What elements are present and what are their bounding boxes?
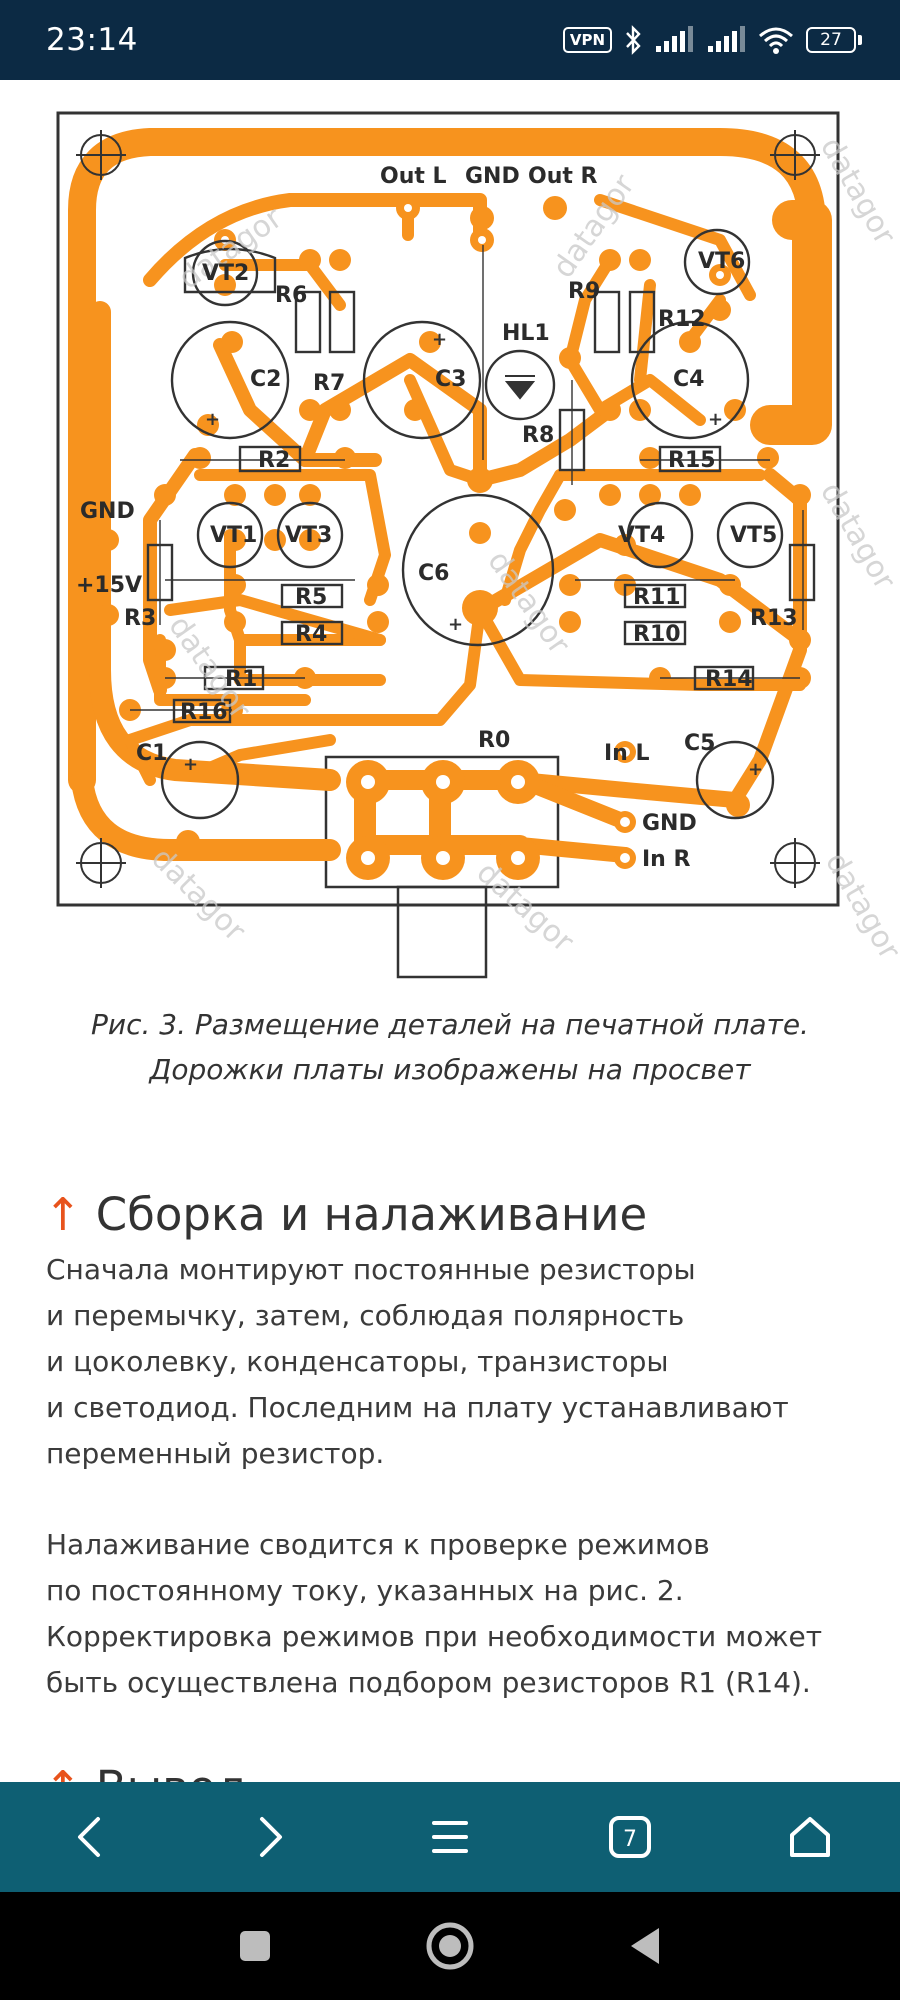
label-r13: R13 xyxy=(750,606,798,631)
menu-button[interactable] xyxy=(415,1802,485,1872)
caption-line-2: Дорожки платы изображены на просвет xyxy=(149,1053,751,1086)
battery-icon: 27 xyxy=(806,27,862,53)
pcb-figure: + + + + + + datagor datagor datagor data… xyxy=(0,80,900,1000)
label-vt3: VT3 xyxy=(285,523,332,548)
forward-button[interactable] xyxy=(235,1802,305,1872)
recents-button[interactable] xyxy=(220,1911,290,1981)
label-gnd-supply: GND xyxy=(80,499,135,524)
label-in-r: In R xyxy=(642,847,691,872)
menu-icon xyxy=(432,1821,468,1853)
recents-icon xyxy=(240,1931,270,1961)
label-vt4: VT4 xyxy=(618,523,665,548)
label-vt1: VT1 xyxy=(210,523,257,548)
tabs-icon: 7 xyxy=(609,1816,651,1858)
vpn-icon: VPN xyxy=(562,27,612,53)
label-out-l: Out L xyxy=(380,164,447,189)
label-vt2: VT2 xyxy=(202,261,249,286)
label-c6: C6 xyxy=(418,561,449,586)
label-r3: R3 xyxy=(124,606,156,631)
svg-text:+: + xyxy=(432,329,447,350)
back-to-top-arrow-icon[interactable]: ↑ xyxy=(44,1188,82,1241)
figure-caption: Рис. 3. Размещение деталей на печатной п… xyxy=(40,1002,860,1092)
back-triangle-icon xyxy=(631,1928,659,1964)
label-vt6: VT6 xyxy=(698,249,745,274)
svg-text:+: + xyxy=(708,409,723,430)
home-button[interactable] xyxy=(775,1802,845,1872)
battery-level: 27 xyxy=(806,27,856,53)
label-out-r: Out R xyxy=(528,164,598,189)
status-time: 23:14 xyxy=(46,22,138,58)
section-heading: ↑Сборка и налаживание xyxy=(44,1185,647,1245)
svg-text:+: + xyxy=(183,754,198,775)
label-c5: C5 xyxy=(684,731,715,756)
label-plus15v: +15V xyxy=(76,573,142,598)
back-system-button[interactable] xyxy=(610,1911,680,1981)
tabs-count: 7 xyxy=(623,1827,637,1852)
label-r15: R15 xyxy=(668,448,716,473)
status-bar: 23:14 VPN 27 xyxy=(0,0,900,80)
label-in-l: In L xyxy=(604,741,650,766)
label-gnd-out: GND xyxy=(465,164,520,189)
label-c1: C1 xyxy=(136,741,167,766)
label-hl1: HL1 xyxy=(502,321,550,346)
svg-text:+: + xyxy=(448,614,463,635)
label-r7: R7 xyxy=(313,371,345,396)
label-r4: R4 xyxy=(295,622,327,647)
label-r8: R8 xyxy=(522,423,554,448)
label-r6: R6 xyxy=(275,283,307,308)
pcb-layout-image: + + + + + + datagor datagor datagor data… xyxy=(0,80,900,1000)
label-c4: C4 xyxy=(673,367,704,392)
bluetooth-icon xyxy=(626,25,641,55)
label-vt5: VT5 xyxy=(730,523,777,548)
label-r1: R1 xyxy=(225,667,257,692)
label-r14: R14 xyxy=(705,667,753,692)
paragraph-adjustment: Налаживание сводится к проверке режимов … xyxy=(46,1528,823,1699)
wifi-icon xyxy=(759,27,793,54)
signal-icon xyxy=(708,26,745,52)
label-r16: R16 xyxy=(180,700,228,725)
system-nav-bar xyxy=(0,1892,900,2000)
home-system-button[interactable] xyxy=(415,1911,485,1981)
label-r0: R0 xyxy=(478,728,510,753)
label-r11: R11 xyxy=(633,585,681,610)
home-icon xyxy=(790,1817,830,1857)
label-r10: R10 xyxy=(633,622,681,647)
status-icons: VPN 27 xyxy=(562,22,862,58)
label-gnd-in: GND xyxy=(642,811,697,836)
section-title: Сборка и налаживание xyxy=(95,1188,648,1241)
home-circle-icon xyxy=(426,1922,474,1970)
back-button[interactable] xyxy=(55,1802,125,1872)
svg-text:+: + xyxy=(205,409,220,430)
svg-text:+: + xyxy=(748,759,763,780)
label-r12: R12 xyxy=(658,307,706,332)
label-r2: R2 xyxy=(258,448,290,473)
tabs-button[interactable]: 7 xyxy=(595,1802,665,1872)
caption-line-1: Рис. 3. Размещение деталей на печатной п… xyxy=(91,1008,809,1041)
browser-toolbar: 7 xyxy=(0,1782,900,1892)
paragraph-assembly: Сначала монтируют постоянные резисторы и… xyxy=(46,1253,789,1470)
signal-icon xyxy=(656,26,693,52)
label-c3: C3 xyxy=(435,367,466,392)
back-icon xyxy=(78,1817,100,1857)
label-r5: R5 xyxy=(295,585,327,610)
label-r9: R9 xyxy=(568,279,600,304)
forward-icon xyxy=(260,1817,282,1857)
label-c2: C2 xyxy=(250,367,281,392)
